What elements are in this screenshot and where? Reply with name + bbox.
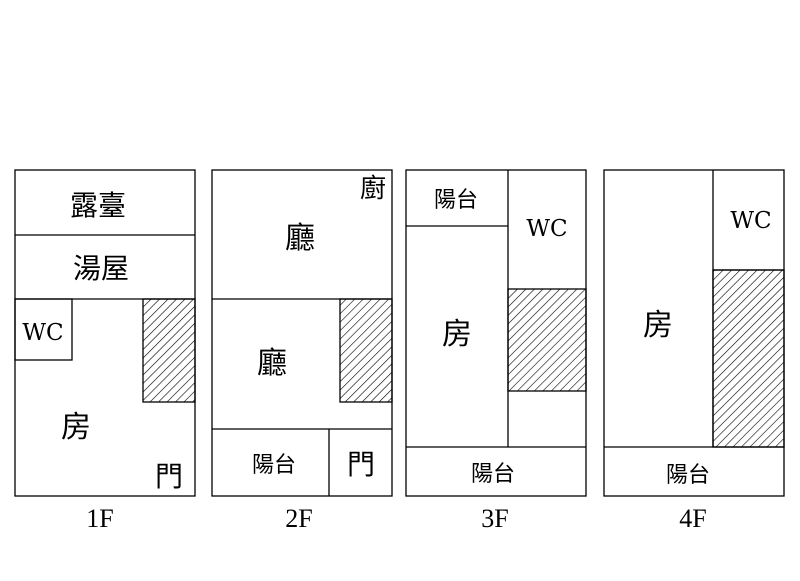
room-label: 房 xyxy=(442,317,472,352)
stair-hatch-3f xyxy=(507,288,587,392)
door-label: 門 xyxy=(347,448,375,481)
floor-1f xyxy=(14,169,196,497)
balcony-bottom-label: 陽台 xyxy=(471,462,515,487)
hall-upper-label: 廳 xyxy=(285,221,315,256)
wc-label: WC xyxy=(526,216,567,242)
balcony-label: 陽台 xyxy=(666,463,710,488)
floor-label-4f: 4F xyxy=(679,504,706,533)
stair-hatch-2f xyxy=(339,298,393,403)
floor-label-1f: 1F xyxy=(86,504,113,533)
wc-label: WC xyxy=(22,320,63,346)
wc-label: WC xyxy=(730,208,771,234)
room-label: 房 xyxy=(61,410,91,445)
stair-hatch-4f xyxy=(712,269,785,448)
floor-2f xyxy=(211,169,393,497)
kitchen-label: 廚 xyxy=(360,174,386,204)
wc-room-1f xyxy=(14,298,73,361)
door-label: 門 xyxy=(155,460,183,493)
hall-lower-label: 廳 xyxy=(257,346,287,381)
room-label: 房 xyxy=(643,308,673,343)
balcony-label: 陽台 xyxy=(252,453,296,478)
balcony-top-label: 陽台 xyxy=(434,188,478,213)
floor-3f xyxy=(405,169,587,497)
bath-house-label: 湯屋 xyxy=(73,252,129,285)
floor-label-3f: 3F xyxy=(481,504,508,533)
floor-label-2f: 2F xyxy=(285,504,312,533)
terrace-label: 露臺 xyxy=(70,189,126,222)
floor-4f xyxy=(603,169,785,497)
stair-hatch-1f xyxy=(142,298,196,403)
